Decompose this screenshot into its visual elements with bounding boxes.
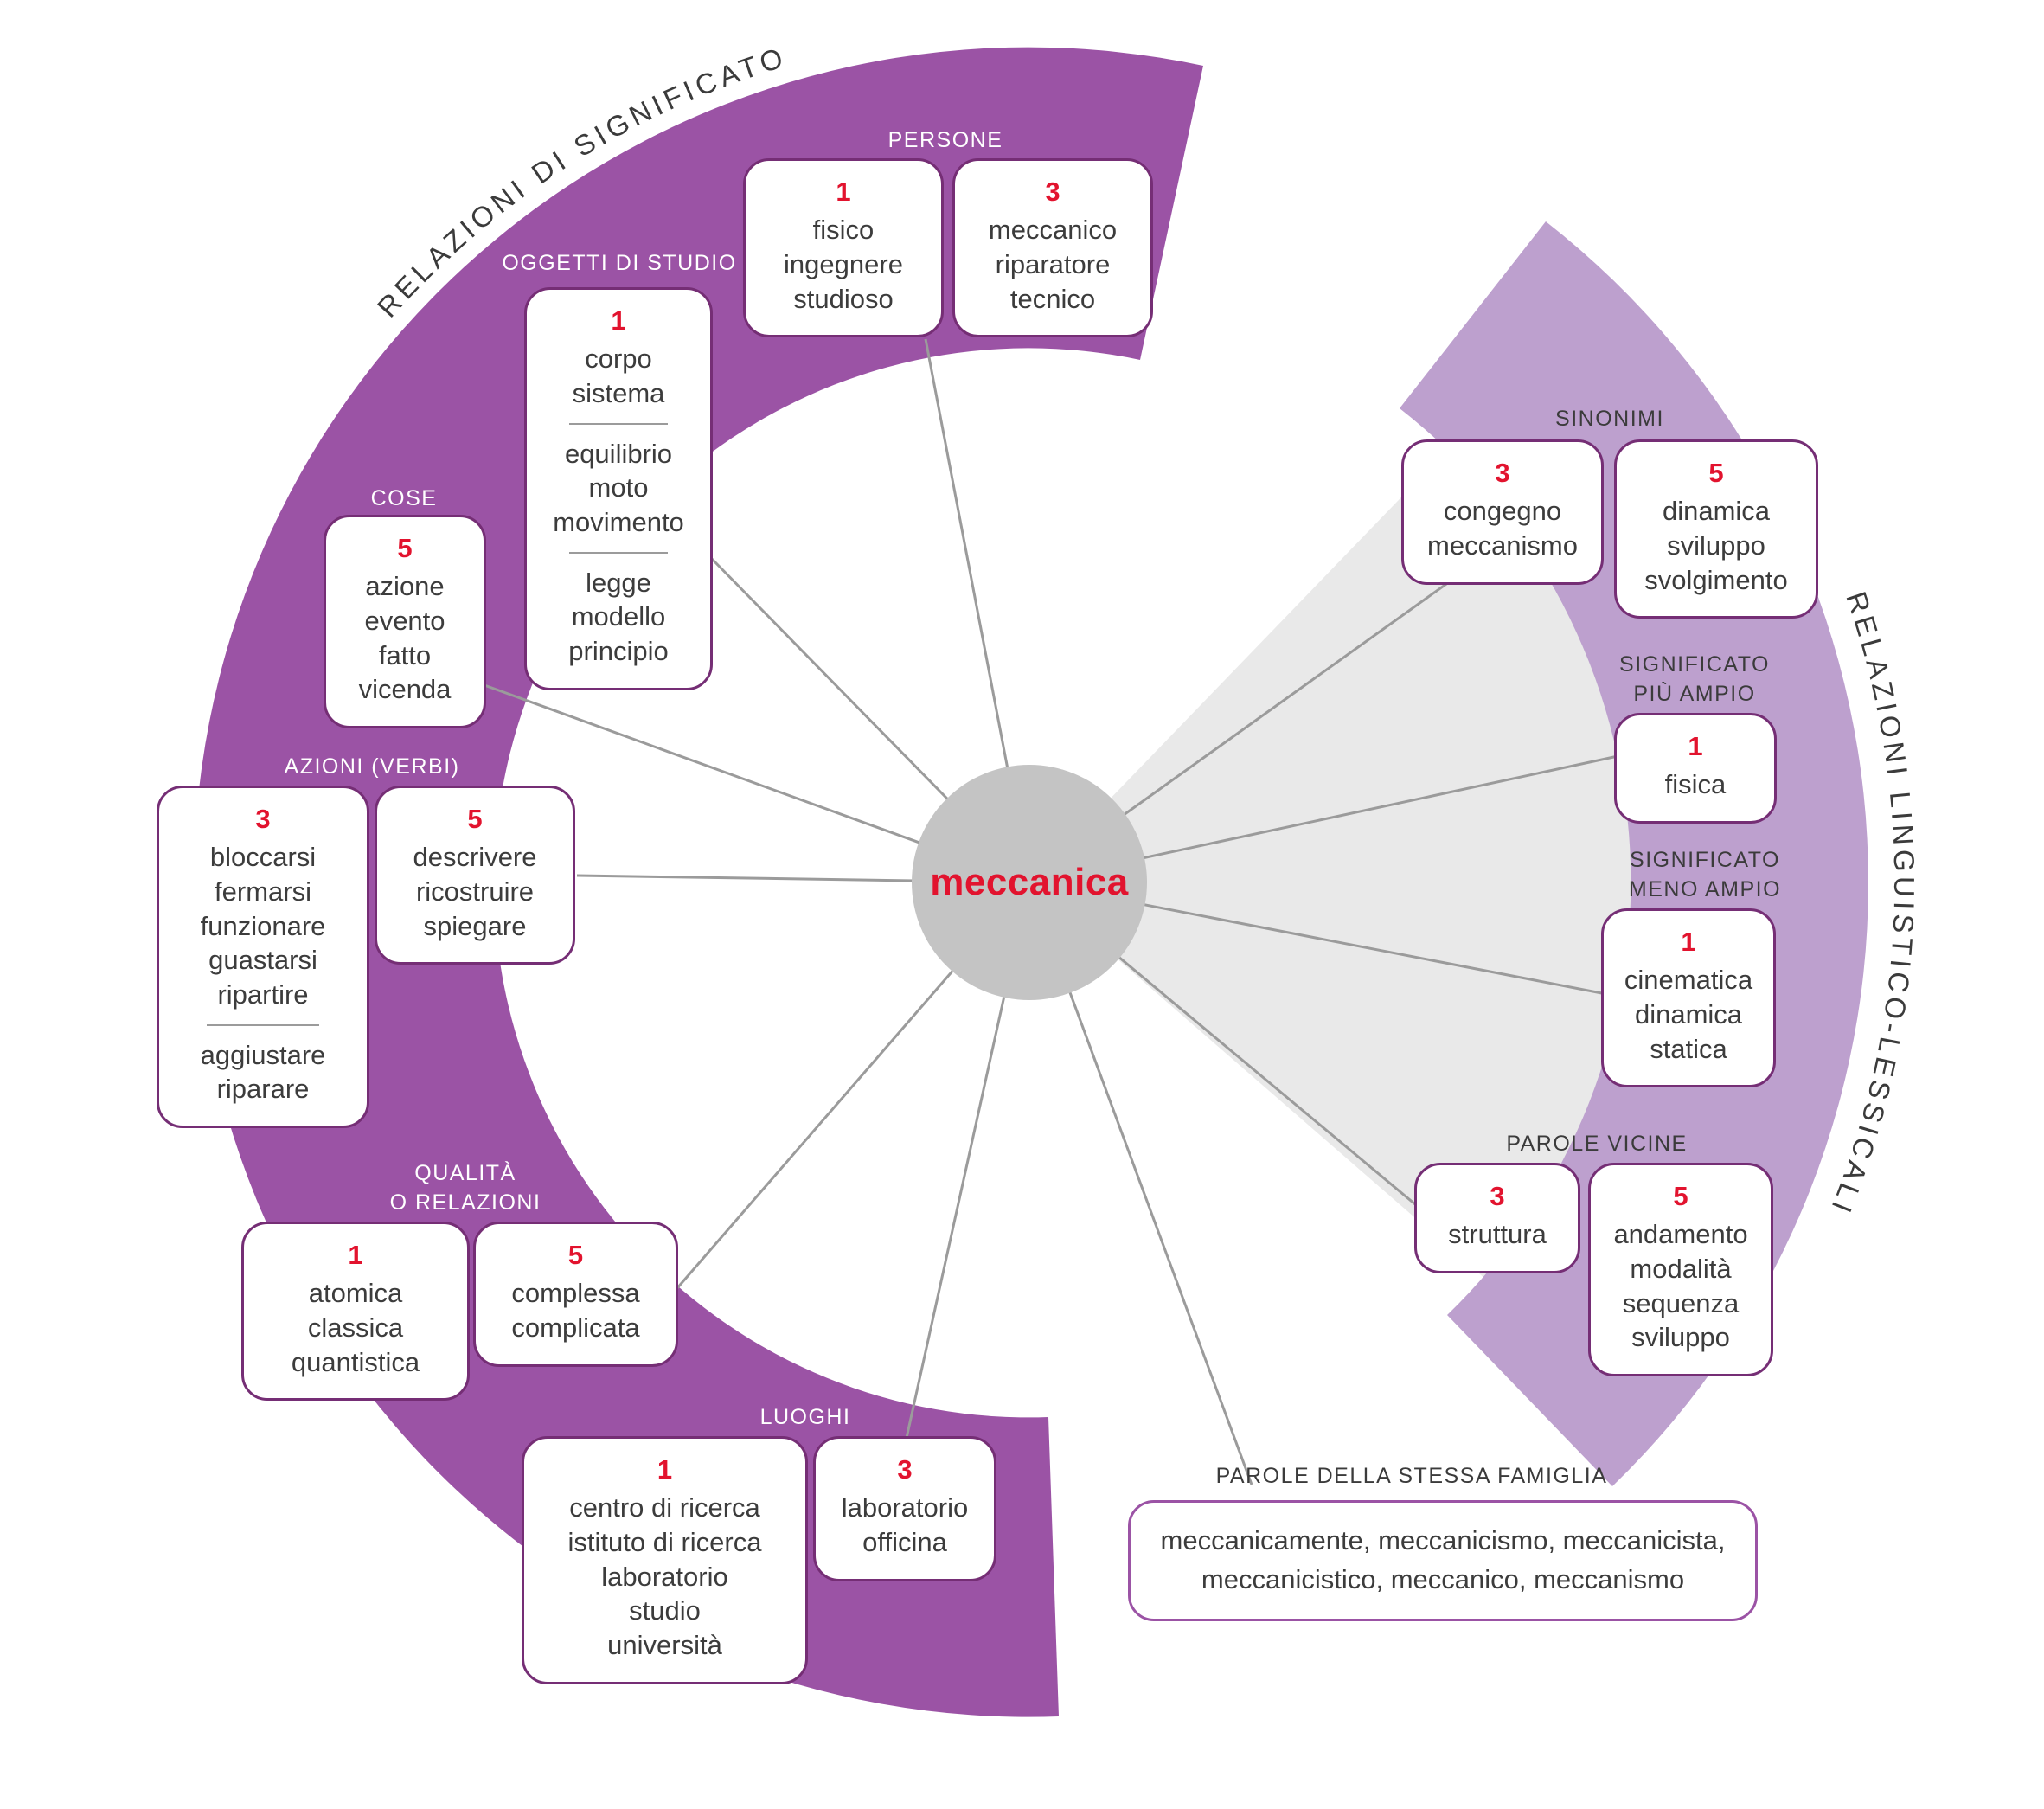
category-label-significato-piu-ampio: SIGNIFICATO PIÙ AMPIO	[1619, 652, 1770, 706]
card-words: dinamica sviluppo svolgimento	[1644, 496, 1788, 595]
card-divider	[569, 551, 668, 554]
card-words: meccanico riparatore tecnico	[988, 215, 1118, 314]
card-words: azione evento fatto vicenda	[358, 571, 452, 705]
category-label-significato-meno-ampio: SIGNIFICATO MENO AMPIO	[1628, 848, 1782, 901]
card-significato-meno-ampio-1: 1 cinematica dinamica statica	[1601, 908, 1776, 1088]
card-number: 1	[611, 305, 626, 336]
card-words: fisica	[1664, 769, 1727, 800]
card-number: 1	[657, 1454, 673, 1485]
card-words: bloccarsi fermarsi funzionare guastarsi …	[200, 842, 326, 1010]
category-label-cose: COSE	[370, 486, 438, 510]
card-words: complessa complicata	[511, 1278, 640, 1343]
card-words: struttura	[1448, 1219, 1547, 1250]
card-words: fisico ingegnere studioso	[784, 215, 903, 314]
card-oggetti-di-studio-1: 1 corpo sistema equilibrio moto moviment…	[524, 287, 713, 690]
card-words: congegno meccanismo	[1427, 496, 1578, 561]
card-number: 3	[255, 804, 271, 834]
category-label-qualita-o-relazioni: QUALITÀ O RELAZIONI	[389, 1161, 541, 1215]
category-label-persone: PERSONE	[887, 128, 1003, 152]
card-number: 3	[1490, 1181, 1505, 1211]
card-luoghi-1: 1 centro di ricerca istituto di ricerca …	[522, 1436, 808, 1684]
card-words: legge modello principio	[568, 567, 669, 666]
card-azioni-verbi-3: 3 bloccarsi fermarsi funzionare guastars…	[157, 786, 369, 1128]
card-parole-vicine-5: 5 andamento modalità sequenza sviluppo	[1588, 1163, 1773, 1376]
card-number: 5	[1708, 458, 1724, 488]
card-words: aggiustare riparare	[200, 1039, 326, 1105]
card-sinonimi-3: 3 congegno meccanismo	[1401, 439, 1604, 585]
card-cose-5: 5 azione evento fatto vicenda	[324, 515, 486, 728]
card-number: 5	[467, 804, 483, 834]
card-divider	[207, 1023, 319, 1026]
card-parole-stessa-famiglia: meccanicamente, meccanicismo, meccanicis…	[1128, 1500, 1758, 1621]
card-number: 3	[1495, 458, 1510, 488]
card-divider	[569, 422, 668, 425]
card-azioni-verbi-5: 5 descrivere ricostruire spiegare	[375, 786, 575, 965]
card-number: 1	[836, 176, 851, 207]
category-label-parole-vicine: PAROLE VICINE	[1506, 1132, 1688, 1156]
card-number: 3	[1045, 176, 1060, 207]
category-label-oggetti-di-studio: OGGETTI DI STUDIO	[502, 251, 737, 275]
card-significato-piu-ampio-1: 1 fisica	[1614, 713, 1777, 824]
card-words: meccanicamente, meccanicismo, meccanicis…	[1160, 1525, 1726, 1594]
card-qualita-1: 1 atomica classica quantistica	[241, 1222, 470, 1402]
card-number: 5	[567, 1240, 584, 1270]
card-number: 5	[1673, 1181, 1688, 1211]
card-words: atomica classica quantistica	[291, 1278, 420, 1377]
category-label-sinonimi: SINONIMI	[1555, 407, 1664, 431]
card-words: laboratorio officina	[841, 1492, 969, 1557]
gray-sector	[1029, 428, 1661, 1297]
card-words: andamento modalità sequenza sviluppo	[1613, 1219, 1748, 1353]
card-number: 1	[1681, 927, 1696, 957]
card-persone-1: 1 fisico ingegnere studioso	[743, 158, 944, 338]
card-words: equilibrio moto movimento	[553, 438, 684, 537]
card-words: descrivere ricostruire spiegare	[413, 842, 537, 941]
card-parole-vicine-3: 3 struttura	[1414, 1163, 1580, 1273]
center-circle: meccanica	[912, 765, 1147, 1000]
category-label-azioni-verbi: AZIONI (VERBI)	[284, 754, 460, 779]
category-label-parole-stessa-famiglia: PAROLE DELLA STESSA FAMIGLIA	[1215, 1464, 1608, 1488]
card-number: 3	[897, 1454, 913, 1485]
card-number: 1	[1688, 731, 1703, 761]
card-luoghi-3: 3 laboratorio officina	[813, 1436, 996, 1581]
card-words: corpo sistema	[572, 343, 665, 408]
category-label-luoghi: LUOGHI	[759, 1405, 851, 1429]
card-persone-3: 3 meccanico riparatore tecnico	[952, 158, 1153, 338]
card-words: cinematica dinamica statica	[1624, 965, 1753, 1064]
card-number: 5	[397, 533, 413, 563]
center-word: meccanica	[930, 861, 1129, 903]
card-number: 1	[348, 1240, 363, 1270]
card-words: centro di ricerca istituto di ricerca la…	[567, 1492, 762, 1660]
card-qualita-5: 5 complessa complicata	[473, 1222, 678, 1367]
card-sinonimi-5: 5 dinamica sviluppo svolgimento	[1614, 439, 1818, 619]
